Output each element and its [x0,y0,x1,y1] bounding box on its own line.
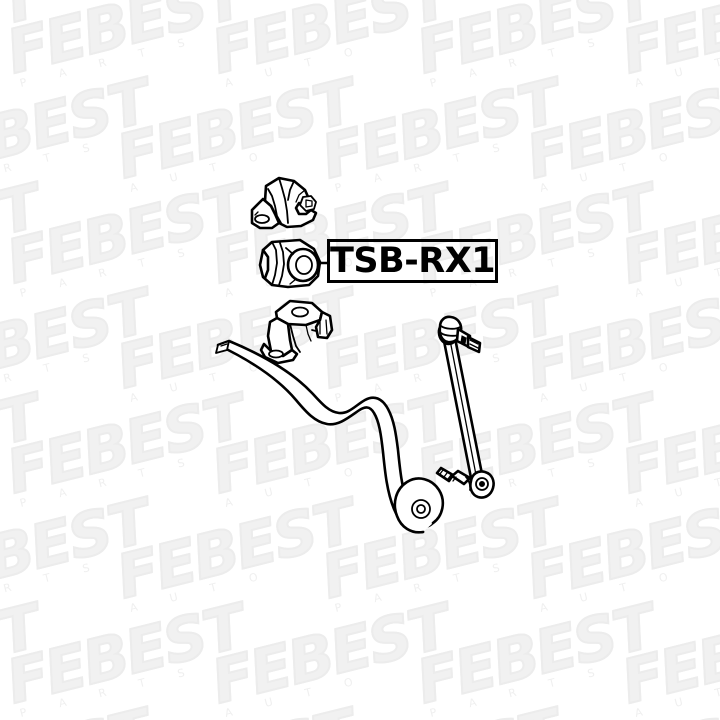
part-number-label: TSB-RX1 [327,239,498,283]
part-number-text: TSB-RX1 [329,240,496,281]
part-stabilizer-bar [215,339,445,534]
part-bracket-lower [259,299,334,365]
part-stabilizer-bushing [258,238,322,289]
part-bracket-upper [250,176,318,230]
part-stabilizer-link [435,315,495,499]
